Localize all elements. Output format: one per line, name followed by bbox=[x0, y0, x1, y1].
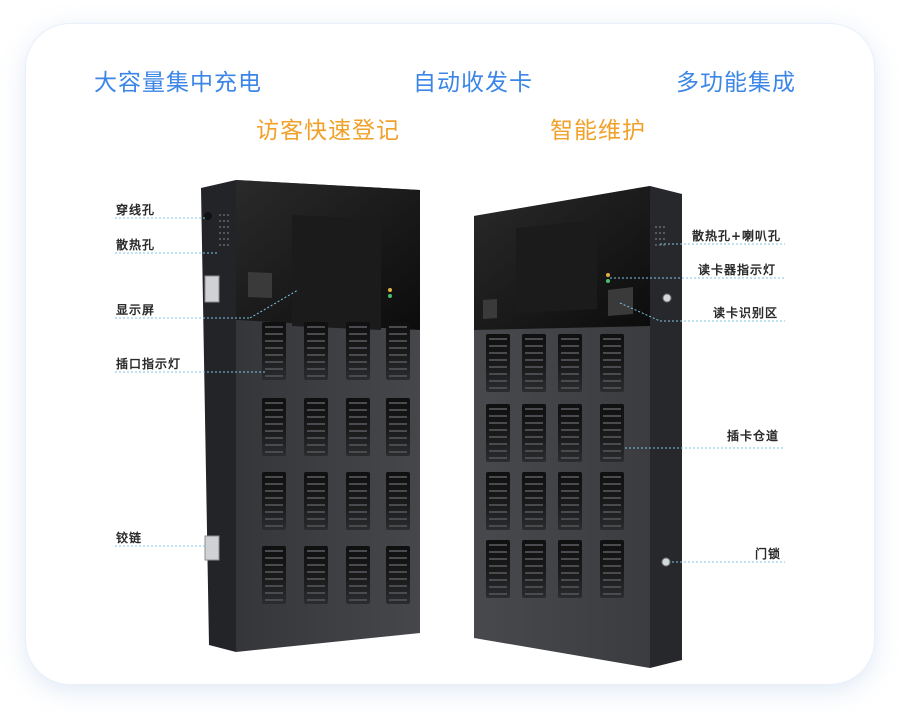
label-door-lock: 门锁 bbox=[755, 547, 782, 561]
label-hinge: 铰链 bbox=[116, 531, 143, 545]
feature-mass-charging: 大容量集中充电 bbox=[94, 70, 262, 96]
label-port-indicator: 插口指示灯 bbox=[116, 357, 182, 371]
card-channel-group bbox=[486, 540, 510, 598]
card-reader-area bbox=[608, 287, 633, 316]
charging-slot-group bbox=[386, 546, 410, 604]
charging-slot-group bbox=[262, 398, 286, 456]
label-display: 显示屏 bbox=[116, 303, 156, 317]
card-channel-group bbox=[486, 404, 510, 462]
cable-hole bbox=[204, 212, 212, 220]
charging-slot-group bbox=[304, 546, 328, 604]
label-vent-speaker: 散热孔+喇叭孔 bbox=[692, 229, 782, 243]
door-lock-top bbox=[662, 293, 672, 303]
feature-visitor-registration: 访客快速登记 bbox=[256, 118, 400, 144]
charging-slot-group bbox=[304, 398, 328, 456]
charging-slot-group bbox=[262, 322, 286, 380]
hinge-bottom bbox=[204, 535, 220, 561]
charging-slot-group bbox=[304, 322, 328, 380]
card-channel-group bbox=[558, 472, 582, 530]
cabinet-left bbox=[201, 180, 420, 652]
feature-multi-function: 多功能集成 bbox=[676, 70, 796, 96]
charging-slot-group bbox=[262, 472, 286, 530]
hinge-top bbox=[204, 275, 220, 303]
display-screen-left bbox=[292, 215, 381, 330]
card-channel-group bbox=[558, 540, 582, 598]
feature-auto-card-dispense: 自动收发卡 bbox=[413, 70, 533, 96]
charging-slot-group bbox=[262, 546, 286, 604]
label-reader-indicator: 读卡器指示灯 bbox=[698, 263, 777, 277]
leader-lines bbox=[115, 217, 785, 563]
charging-slot-group bbox=[346, 322, 370, 380]
label-reader-zone: 读卡识别区 bbox=[713, 306, 779, 320]
label-vent-left: 散热孔 bbox=[116, 238, 156, 252]
cabinet-right bbox=[474, 186, 682, 668]
charging-slot-group bbox=[386, 398, 410, 456]
label-card-channel: 插卡仓道 bbox=[727, 429, 780, 443]
card-channel-group bbox=[486, 472, 510, 530]
product-card bbox=[26, 24, 874, 684]
card-channel-group bbox=[558, 404, 582, 462]
card-channel-group bbox=[486, 334, 510, 392]
label-cable-hole: 穿线孔 bbox=[116, 203, 156, 217]
card-channel-group bbox=[522, 540, 546, 598]
charging-slot-group bbox=[386, 472, 410, 530]
card-channel-group bbox=[558, 334, 582, 392]
charging-slot-group bbox=[304, 472, 328, 530]
card-channel-group bbox=[522, 334, 546, 392]
charging-slot-group bbox=[346, 472, 370, 530]
charging-slot-group bbox=[386, 322, 410, 380]
card-channel-group bbox=[600, 540, 624, 598]
card-channel-group bbox=[522, 472, 546, 530]
feature-smart-maintenance: 智能维护 bbox=[550, 118, 646, 144]
display-screen-right bbox=[516, 220, 597, 313]
charging-slot-group bbox=[346, 398, 370, 456]
charging-slot-group bbox=[346, 546, 370, 604]
card-channel-group bbox=[600, 472, 624, 530]
card-channel-group bbox=[600, 404, 624, 462]
card-channel-group bbox=[522, 404, 546, 462]
card-channel-group bbox=[600, 334, 624, 392]
